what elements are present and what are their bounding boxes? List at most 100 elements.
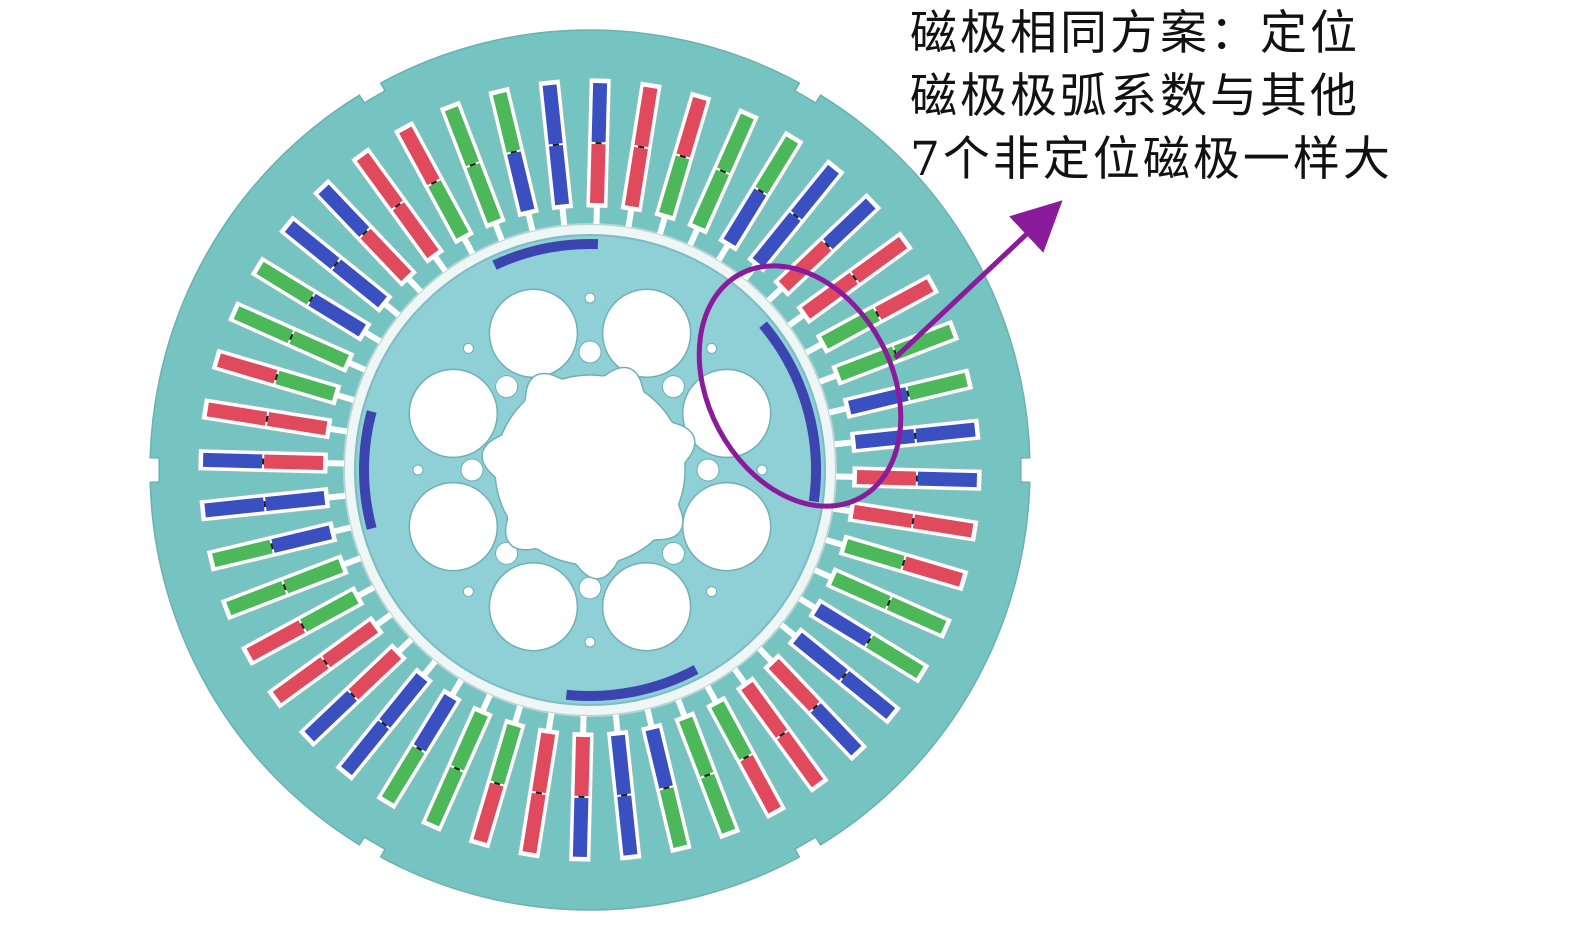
winding-separator xyxy=(913,432,917,439)
winding-separator xyxy=(757,188,764,194)
winding-inner xyxy=(507,151,535,213)
winding-outer xyxy=(866,635,924,679)
winding-outer xyxy=(917,471,978,488)
stator-slot xyxy=(297,637,414,749)
winding-separator xyxy=(621,793,628,797)
winding-outer xyxy=(851,236,908,283)
slot-neck xyxy=(461,236,476,256)
slot-neck xyxy=(828,405,848,416)
winding-separator xyxy=(381,721,388,727)
winding-outer xyxy=(473,782,504,844)
winding-separator xyxy=(663,786,670,790)
stator-slot xyxy=(779,622,903,726)
slot-neck xyxy=(421,659,438,678)
winding-separator xyxy=(263,501,267,508)
winding-inner xyxy=(778,240,832,292)
winding-outer xyxy=(284,221,340,270)
stator-slot xyxy=(639,708,693,855)
winding-outer xyxy=(617,795,638,856)
stator-slot xyxy=(732,667,831,795)
winding-separator xyxy=(362,230,368,236)
winding-inner xyxy=(741,681,788,738)
slot-neck xyxy=(779,622,798,639)
stator-slot xyxy=(375,678,465,811)
stator-slot xyxy=(798,595,931,685)
stator-slot xyxy=(419,693,495,834)
slot-neck xyxy=(757,646,774,664)
slot-neck xyxy=(835,473,854,480)
winding-outer xyxy=(740,754,781,814)
winding-separator xyxy=(350,692,356,698)
winding-inner xyxy=(532,732,556,794)
winding-inner xyxy=(451,711,488,771)
winding-separator xyxy=(578,795,585,798)
winding-outer xyxy=(542,84,563,145)
winding-outer xyxy=(399,126,440,186)
stator-slot xyxy=(828,367,975,421)
winding-outer xyxy=(893,324,954,359)
slot-neck xyxy=(406,276,423,294)
winding-separator xyxy=(430,180,438,185)
winding-outer xyxy=(216,353,278,384)
winding-separator xyxy=(812,704,818,710)
winding-outer xyxy=(874,279,934,320)
winding-inner xyxy=(548,145,570,206)
slot-neck xyxy=(593,206,600,225)
winding-inner xyxy=(831,572,891,609)
rotor xyxy=(354,234,826,706)
rotor-hole-large xyxy=(601,288,692,379)
winding-separator xyxy=(510,150,517,154)
slot-neck xyxy=(766,286,784,303)
slot-neck xyxy=(356,584,376,599)
winding-outer xyxy=(790,164,839,220)
winding-separator xyxy=(469,162,476,167)
winding-inner xyxy=(813,603,872,647)
rotor-hole-small xyxy=(578,340,602,364)
winding-separator xyxy=(792,213,799,219)
locating-pole-highlight-ellipse xyxy=(696,263,904,509)
slot-neck xyxy=(363,329,382,345)
slot-neck xyxy=(525,212,536,232)
rotor-hole-large xyxy=(408,481,499,572)
slot-neck xyxy=(326,460,345,467)
winding-outer xyxy=(381,746,425,804)
winding-outer xyxy=(318,184,370,237)
slot-neck xyxy=(715,243,731,262)
stator-slot xyxy=(818,318,961,388)
slot-neck xyxy=(834,439,853,448)
winding-separator xyxy=(638,145,645,149)
annotation-line-3: 7个非定位磁极一样大 xyxy=(910,132,1393,187)
winding-inner xyxy=(348,648,402,700)
stator-slot xyxy=(619,80,663,228)
winding-separator xyxy=(901,559,906,567)
winding-separator xyxy=(679,154,687,159)
winding-inner xyxy=(283,559,344,594)
winding-inner xyxy=(589,143,606,204)
winding-outer xyxy=(912,514,974,538)
winding-separator xyxy=(911,518,915,525)
winding-inner xyxy=(360,228,412,282)
slot-neck xyxy=(798,595,817,611)
stator-slot xyxy=(219,552,362,622)
winding-outer xyxy=(272,657,329,704)
slot-neck xyxy=(787,312,806,328)
rotor-magnet xyxy=(358,410,377,530)
winding-outer xyxy=(915,422,976,443)
stator-slot xyxy=(568,715,595,863)
winding-inner xyxy=(793,632,848,681)
winding-inner xyxy=(610,734,632,795)
winding-separator xyxy=(416,746,423,752)
stator-slot xyxy=(438,99,508,242)
slot-neck xyxy=(332,524,352,535)
slot-neck xyxy=(374,612,393,628)
winding-inner xyxy=(847,387,909,415)
stator-slot xyxy=(832,499,980,543)
rotor-magnet xyxy=(759,321,821,503)
stator-slot xyxy=(787,229,915,328)
winding-separator xyxy=(742,755,750,760)
winding-separator xyxy=(866,637,872,644)
winding-inner xyxy=(308,293,367,337)
winding-inner xyxy=(836,346,897,381)
stator-slot xyxy=(757,646,869,763)
winding-inner xyxy=(300,591,359,632)
